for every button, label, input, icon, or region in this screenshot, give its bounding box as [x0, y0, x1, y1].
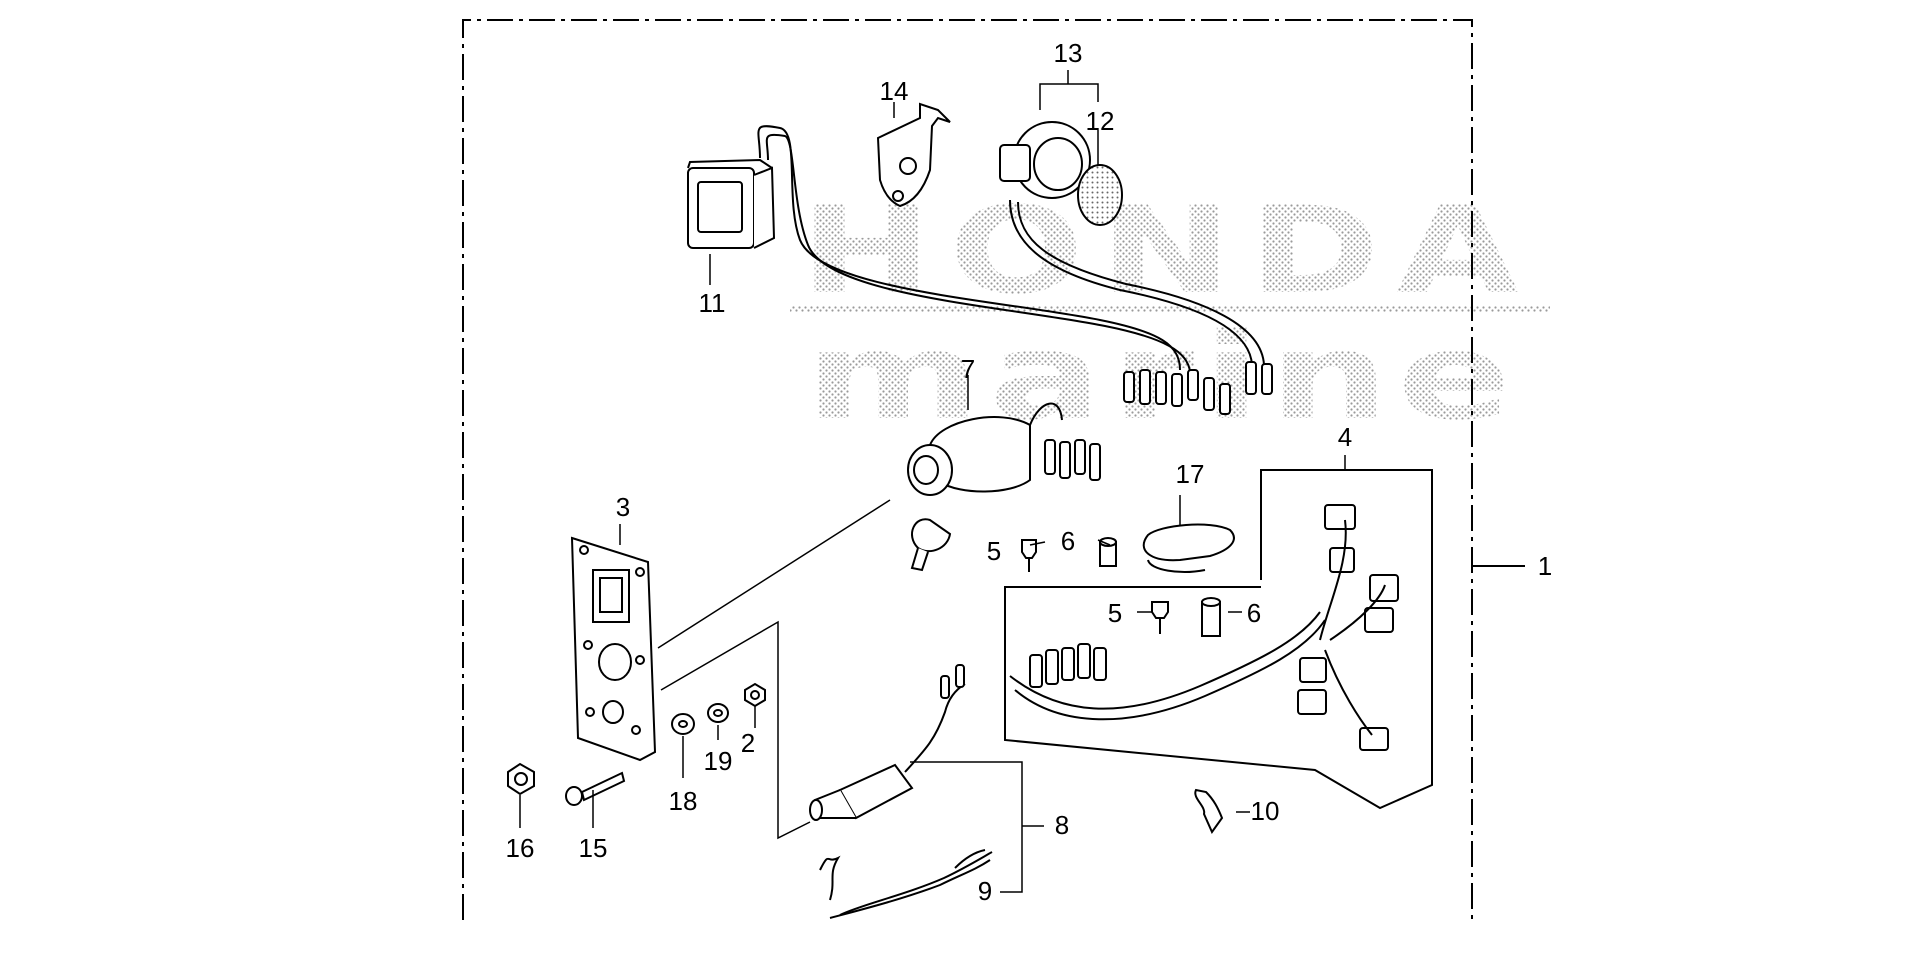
meter-part-13	[999, 121, 1091, 199]
wire-harness-upper	[757, 125, 1265, 373]
callout-13: 13	[1054, 38, 1083, 68]
callout-5-lower: 5	[1108, 598, 1122, 628]
harness-frame-part-4	[1004, 469, 1433, 810]
assembly-frame	[462, 19, 1525, 920]
callout-16: 16	[506, 833, 535, 863]
callout-5-upper: 5	[987, 536, 1001, 566]
callout-14: 14	[880, 76, 909, 106]
ignition-switch-part-7	[907, 402, 1063, 572]
clip-part-10	[1194, 788, 1224, 835]
bracket-part-14	[876, 102, 951, 208]
cover-part-12	[1077, 164, 1123, 226]
callout-9: 9	[978, 876, 992, 906]
collar-part-6-lower	[1201, 601, 1221, 637]
callout-labels: 1 2 3 4 5 5 6 6 7 8 9 10 11 12 13 14 15 …	[506, 38, 1553, 906]
callout-15: 15	[579, 833, 608, 863]
bolt-part-5-upper	[1021, 539, 1037, 559]
harness-part-4	[1009, 504, 1399, 751]
callout-8: 8	[1055, 810, 1069, 840]
callout-1: 1	[1538, 551, 1552, 581]
callout-6-upper: 6	[1061, 526, 1075, 556]
terminal-cluster-upper	[1123, 361, 1273, 415]
panel-plate-part-3	[570, 536, 657, 762]
callout-3: 3	[616, 492, 630, 522]
watermark-line1: HONDA	[800, 182, 1535, 321]
lanyard-part-9	[819, 849, 993, 919]
callout-18: 18	[669, 786, 698, 816]
bolt-part-5-lower	[1151, 601, 1169, 619]
callout-4: 4	[1338, 422, 1352, 452]
callout-19: 19	[704, 746, 733, 776]
screw-part-15	[565, 786, 583, 806]
stop-switch-part-8	[809, 664, 966, 821]
callout-17: 17	[1176, 459, 1205, 489]
callout-6-lower: 6	[1247, 598, 1261, 628]
callout-11: 11	[699, 288, 726, 318]
callout-10: 10	[1251, 796, 1280, 826]
callout-7: 7	[961, 354, 975, 384]
honda-marine-watermark: HONDA marine	[790, 182, 1550, 447]
callout-2: 2	[741, 728, 755, 758]
terminal-cluster-ignition	[1044, 439, 1101, 481]
switch-part-11	[687, 158, 776, 249]
callout-12: 12	[1086, 106, 1115, 136]
clamp-part-17	[1142, 523, 1235, 562]
leader-lines	[519, 70, 1346, 893]
